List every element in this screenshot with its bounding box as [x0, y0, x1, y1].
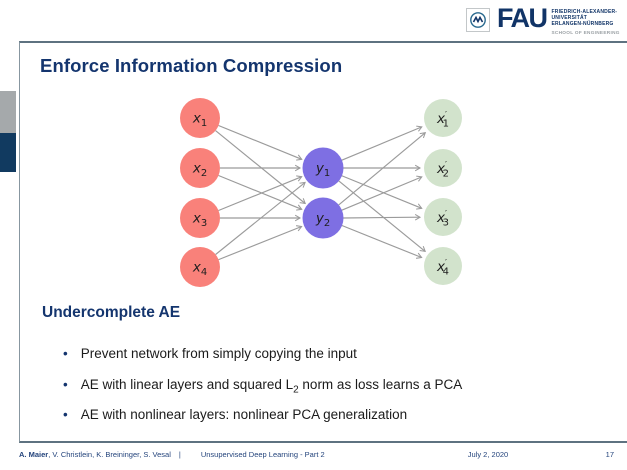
bullet-text-3: AE with nonlinear layers: nonlinear PCA … [81, 408, 407, 422]
footer-course: Unsupervised Deep Learning - Part 2 [200, 450, 325, 459]
bullet-3-pre: AE with nonlinear layers: nonlinear PCA … [80, 407, 408, 423]
bullet-text-1: Prevent network from simply copying the … [80, 346, 357, 361]
logo-school-line: SCHOOL OF ENGINEERING [551, 30, 620, 36]
footer-left: A. Maier, V. Christlein, K. Breininger, … [19, 450, 325, 459]
footer: A. Maier, V. Christlein, K. Breininger, … [0, 450, 627, 464]
slide-frame [19, 41, 627, 443]
bullet-1-pre: Prevent network from simply copying the … [80, 346, 357, 361]
logo-line-3: ERLANGEN-NÜRNBERG [551, 20, 614, 27]
bullet-icon: • [63, 376, 68, 392]
fau-logo: FAU FRIEDRICH-ALEXANDER- UNIVERSITÄT ERL… [466, 3, 620, 36]
bullet-item-1: • Prevent network from simply copying th… [63, 346, 563, 361]
sidebar-marker-navy [0, 133, 16, 172]
fau-wordmark: FAU [497, 3, 548, 33]
footer-author-bold: A. Maier [19, 450, 49, 459]
bullet-2-post: norm as loss learns a PCA [298, 376, 463, 392]
sidebar-marker-gray [0, 91, 16, 133]
seal-glyph [470, 12, 486, 28]
bullet-item-2: • AE with linear layers and squared L2 n… [63, 376, 563, 396]
slide-title: Enforce Information Compression [40, 55, 343, 76]
footer-authors-rest: , V. Christlein, K. Breininger, S. Vesal [48, 450, 171, 459]
footer-separator: | [178, 450, 181, 459]
fau-logo-text: FRIEDRICH-ALEXANDER- UNIVERSITÄT ERLANGE… [551, 9, 620, 36]
footer-page-number: 17 [605, 450, 614, 459]
section-heading: Undercomplete AE [42, 304, 181, 321]
bullet-list: • Prevent network from simply copying th… [63, 346, 563, 439]
bullet-item-3: • AE with nonlinear layers: nonlinear PC… [63, 408, 563, 422]
bullet-icon: • [63, 407, 68, 423]
bullet-2-sub: 2 [293, 384, 299, 396]
faculty-seal-icon [466, 8, 490, 32]
logo-line-2: UNIVERSITÄT [551, 14, 588, 21]
footer-date: July 2, 2020 [467, 450, 509, 459]
bullet-icon: • [63, 346, 68, 361]
bullet-text-2: AE with linear layers and squared L2 nor… [80, 376, 463, 396]
logo-line-1: FRIEDRICH-ALEXANDER- [551, 9, 618, 15]
bullet-2-pre: AE with linear layers and squared L [80, 376, 294, 392]
